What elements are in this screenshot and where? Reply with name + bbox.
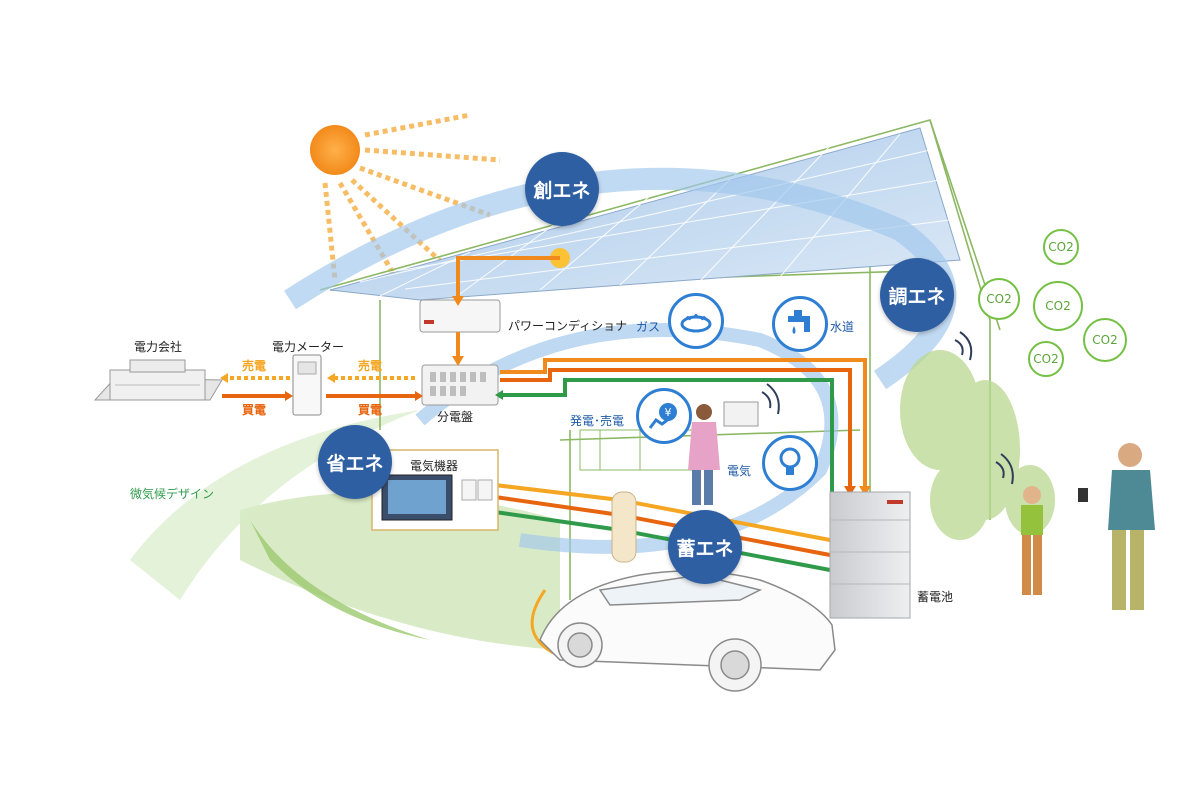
label-power-meter: 電力メーター bbox=[272, 340, 345, 354]
boy-figure bbox=[1021, 486, 1043, 595]
appliances-panel bbox=[371, 449, 499, 531]
tree-icon bbox=[900, 350, 1055, 540]
label-battery: 蓄電池 bbox=[917, 590, 954, 604]
power-conditioner-unit bbox=[419, 299, 501, 333]
power-company-building bbox=[93, 359, 223, 401]
label-sell-right: 売電 bbox=[358, 359, 383, 373]
label-power-conditioner: パワーコンディショナ bbox=[508, 319, 628, 333]
co2-icon: CO2 bbox=[1033, 281, 1083, 331]
label-buy-left: 買電 bbox=[242, 403, 267, 417]
label-buy-right: 買電 bbox=[358, 403, 383, 417]
light-bulb-icon bbox=[762, 435, 818, 491]
badge-adjust-energy: 調エネ bbox=[880, 258, 954, 332]
label-microclimate-design: 微気候デザイン bbox=[130, 487, 215, 501]
label-generation-sale: 発電･売電 bbox=[570, 414, 625, 428]
yen-graph-icon: ¥ bbox=[636, 388, 692, 444]
label-distribution-board: 分電盤 bbox=[437, 410, 474, 424]
distribution-board-unit bbox=[421, 364, 499, 406]
car-icon bbox=[539, 570, 836, 692]
label-electricity: 電気 bbox=[727, 464, 752, 478]
badge-save-energy: 省エネ bbox=[318, 425, 392, 499]
water-heater-tank bbox=[611, 491, 637, 563]
badge-store-energy: 蓄エネ bbox=[668, 510, 742, 584]
man-figure bbox=[1078, 443, 1155, 610]
water-faucet-icon bbox=[772, 296, 828, 352]
badge-create-energy: 創エネ bbox=[525, 152, 599, 226]
label-power-company: 電力会社 bbox=[134, 340, 183, 354]
co2-icon: CO2 bbox=[1043, 229, 1079, 265]
battery-icon bbox=[829, 491, 911, 619]
label-sell-left: 売電 bbox=[242, 359, 267, 373]
co2-icon: CO2 bbox=[978, 278, 1020, 320]
person-icon bbox=[688, 401, 759, 505]
wifi-icon bbox=[761, 331, 1014, 485]
gas-burner-icon bbox=[668, 293, 724, 349]
ground-greenery bbox=[130, 410, 560, 650]
svg-text:¥: ¥ bbox=[665, 406, 672, 419]
label-gas: ガス bbox=[636, 320, 661, 334]
co2-icon: CO2 bbox=[1028, 341, 1064, 377]
label-appliances: 電気機器 bbox=[410, 459, 459, 473]
label-water: 水道 bbox=[830, 320, 855, 334]
co2-icon: CO2 bbox=[1083, 318, 1127, 362]
power-meter-unit bbox=[292, 354, 322, 416]
